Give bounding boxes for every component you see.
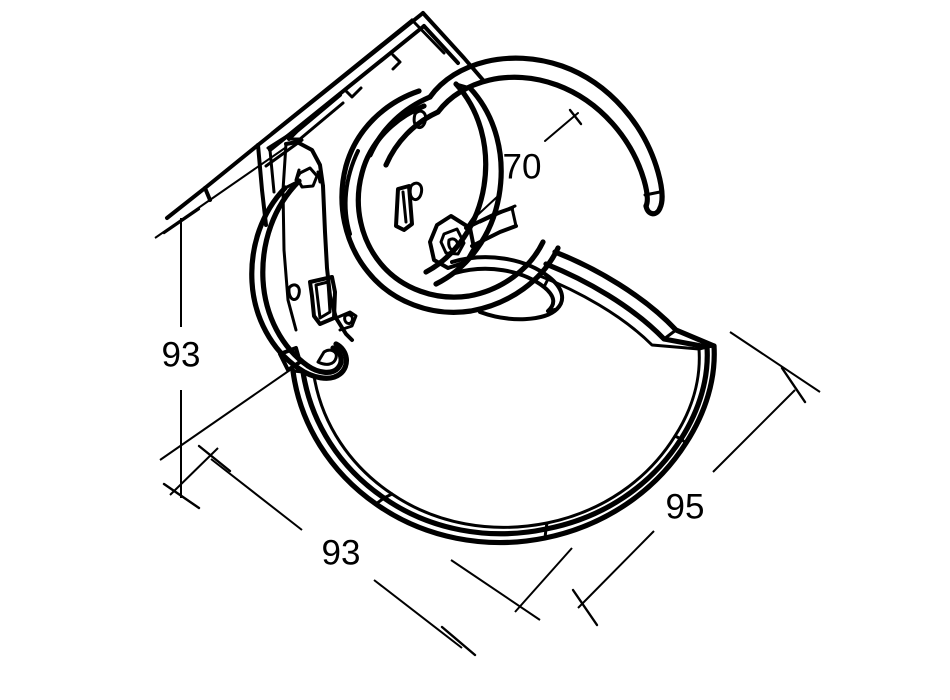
dimension-width-bottom-right: 95 (450, 331, 821, 627)
inner-flange (450, 255, 565, 322)
arrowhead-diameter-lower (464, 210, 479, 230)
pin-post (394, 184, 414, 232)
arrowhead-bottom (162, 482, 201, 510)
arrowhead-br-start (780, 366, 807, 404)
arrowhead-top (162, 207, 201, 235)
dimension-line-bl-lower (373, 579, 463, 649)
extension-line-br-end (450, 559, 541, 621)
leader-line-upper (544, 112, 579, 142)
dimension-line-br-upper (712, 389, 796, 473)
arrowhead-bl-start (197, 444, 232, 473)
dimension-line-bl-upper (210, 458, 303, 531)
extension-line-bl-end (514, 547, 573, 613)
dimension-width-bottom-left: 93 (169, 444, 573, 657)
dimension-annotations: 93 70 (154, 108, 821, 657)
arrowhead-bl-end (440, 625, 477, 657)
arrowhead-br-end (571, 588, 599, 627)
dimension-label-height-left: 93 (162, 335, 201, 374)
extension-line-br-start (729, 331, 821, 393)
upper-bracket (165, 11, 485, 227)
dimension-line-br-lower (577, 530, 655, 609)
dimension-label-width-bottom-left: 93 (322, 533, 361, 572)
center-hinge-bracket (428, 204, 518, 270)
dimension-label-width-bottom-right: 95 (666, 487, 705, 526)
arrowhead-diameter-upper (568, 108, 583, 126)
dimension-label-inner-diameter: 70 (503, 147, 542, 186)
leader-line-lower (469, 196, 498, 223)
left-lever-arm (249, 178, 349, 381)
dimension-height-left: 93 (154, 147, 291, 510)
part-geometry (165, 11, 717, 546)
back-plate (281, 140, 358, 342)
dimension-inner-diameter: 70 (464, 108, 583, 230)
